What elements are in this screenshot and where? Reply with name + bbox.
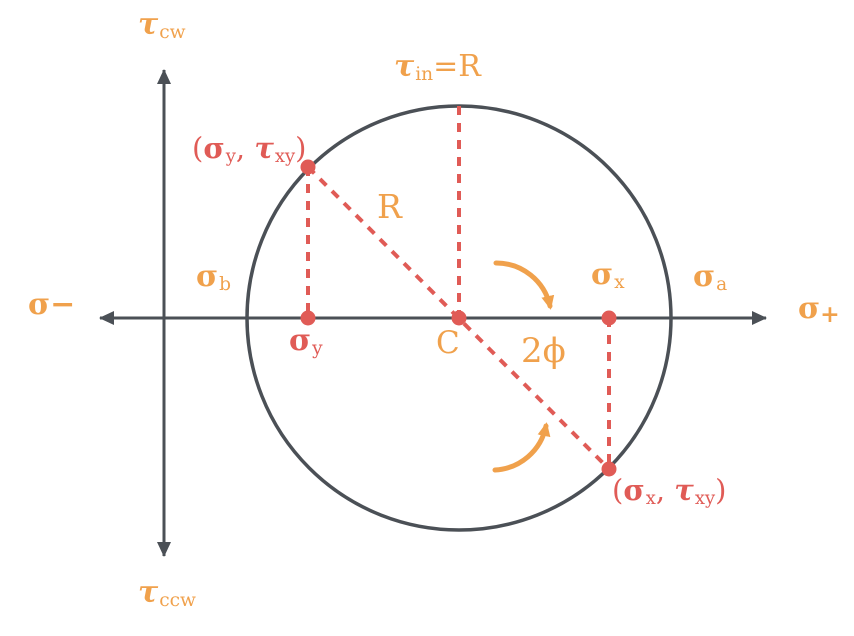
point-center-c	[451, 310, 467, 326]
sigma-x-label: σx	[591, 257, 625, 294]
point-sigma-x-axis	[601, 310, 617, 326]
tau-ccw-axis-label: τccw	[138, 575, 196, 612]
rotation-arrow-lower	[492, 422, 551, 473]
point-sigma-y-tau-xy	[300, 159, 316, 175]
diameter-dashed-line	[306, 165, 611, 471]
point-label-sigma-x-tau-xy: (σx, τxy)	[612, 473, 727, 509]
point-label-sigma-y-tau-xy: (σy, τxy)	[192, 131, 307, 167]
sigma-plus-axis-label: σ+	[798, 291, 840, 329]
tau-cw-axis-label: τcw	[138, 7, 186, 44]
point-sigma-y-axis	[300, 310, 316, 326]
angle-2phi-label: 2ϕ	[521, 331, 566, 371]
tau-in-equals-r-label: τin=R	[394, 49, 481, 86]
rotation-arrow-upper	[493, 260, 555, 310]
sigma-b-label: σb	[196, 259, 232, 296]
sigma-minus-axis-label: σ−	[28, 287, 76, 322]
center-label: C	[436, 325, 460, 361]
sigma-a-label: σa	[693, 259, 728, 296]
sigma-y-label: σy	[289, 323, 323, 360]
point-sigma-x-tau-xy	[601, 461, 617, 477]
radius-label: R	[377, 187, 402, 226]
